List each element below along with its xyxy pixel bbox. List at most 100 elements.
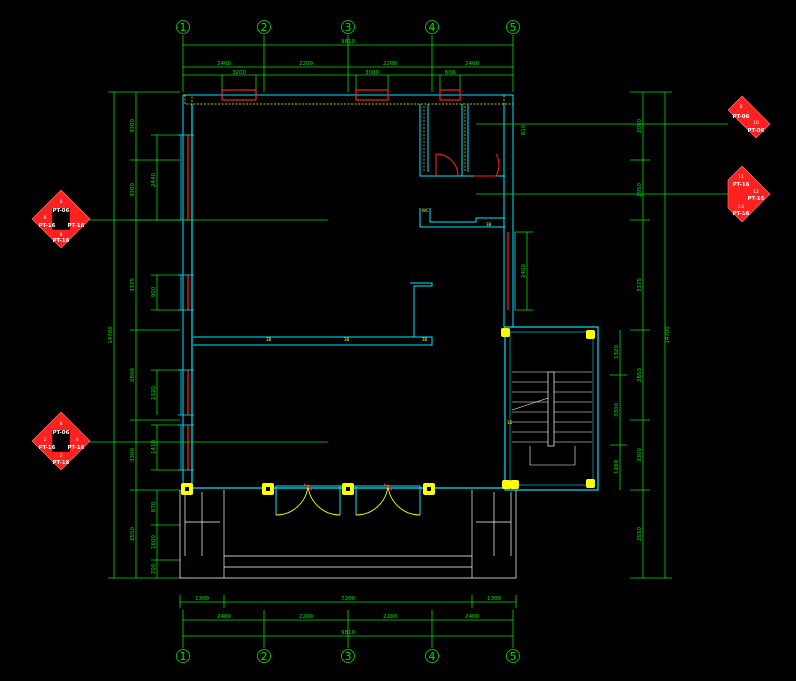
- tag-rl-code-3: PT-16: [733, 211, 750, 217]
- dim-right-small: 810: [521, 124, 527, 135]
- tag-rl-code-2: PT-16: [748, 196, 765, 202]
- wall-mark-b: 3B: [486, 222, 492, 227]
- dim-right-seg-1: 2050: [637, 119, 643, 133]
- dim-bottom-seg-4: 2400: [465, 614, 479, 620]
- dim-top-opening-3: 600: [445, 70, 456, 76]
- dim-bottom-total: 9810: [341, 630, 355, 636]
- elevation-tag-left-upper: 8 PT-06 6 PT-16 PT-16 8 PT-16: [31, 189, 91, 249]
- top-dimension-group: [176, 20, 520, 92]
- dim-top-opening-1: 3200: [232, 70, 246, 76]
- door-arc-entry-1: [275, 484, 309, 516]
- dim-top-seg-3: 2200: [383, 61, 397, 67]
- stair-well: [547, 371, 555, 447]
- tag-lu-code-1: PT-06: [53, 208, 70, 214]
- axis-label-top-1: 1: [180, 21, 187, 34]
- window-top-2: [355, 89, 389, 101]
- column-i: [586, 330, 595, 339]
- elevation-tag-left-lower: 8 PT-06 2 PT-16 4 PT-16 3 PT-16: [31, 411, 91, 471]
- dim-right-seg-2: 2950: [637, 183, 643, 197]
- axis-label-bottom-2: 2: [261, 650, 268, 663]
- column-h: [501, 328, 510, 337]
- dim-bottom-outer-1: 1300: [195, 596, 209, 602]
- dim-left-sub-bottom-2: 1600: [151, 535, 157, 549]
- restroom-doors: [435, 153, 500, 177]
- dim-top-seg-2: 2200: [299, 61, 313, 67]
- column-f: [510, 480, 519, 489]
- dim-bottom-outer-2: 7200: [341, 596, 355, 602]
- top-axis-labels: 1 2 3 4 5 9810 2400 2200 2200 2400 3200 …: [180, 21, 517, 76]
- stair-treads: [511, 371, 592, 466]
- tag-ru-num-2: 10: [753, 120, 759, 126]
- tag-ru-code-1: PT-06: [733, 114, 750, 120]
- bottom-axis-labels: 1300 7200 1300 2400 2200 2200 2400 9810 …: [180, 596, 517, 663]
- restroom-lower-inner: [429, 208, 505, 223]
- dim-right-stair-3: 1200: [614, 460, 620, 474]
- windows: [187, 89, 509, 470]
- axis-label-top-4: 4: [429, 21, 436, 34]
- beam-mark-3: 3B: [422, 337, 428, 342]
- column-e: [502, 480, 511, 489]
- dim-left-sub-lower-1: 1320: [151, 386, 157, 400]
- column-inner: [185, 487, 431, 491]
- axis-label-top-5: 5: [510, 21, 517, 34]
- dim-left-sub-bottom-3: 700: [151, 563, 157, 574]
- beam-mark-1: 3B: [266, 337, 272, 342]
- dim-right-stair-1: 1320: [614, 345, 620, 359]
- dim-left-sub-lower-2: 1410: [151, 440, 157, 454]
- dim-right-stair-2: 3300: [614, 403, 620, 417]
- beam-mark-2: 3B: [344, 337, 350, 342]
- window-frames: [178, 134, 516, 471]
- elevation-tag-right-upper: 8 PT-06 10 PT-06: [727, 95, 771, 139]
- door-arc-entry-3: [355, 484, 389, 516]
- tag-ll-num-3: 4: [76, 437, 79, 443]
- right-dimension-labels: 14700 2050 2950 3375 2850 3300 2550 1320…: [521, 119, 671, 541]
- dim-left-sub-upper-2: 900: [151, 286, 157, 297]
- dim-right-seg-6: 2550: [637, 527, 643, 541]
- window-top-3: [439, 89, 461, 101]
- tag-lu-num-2: 6: [44, 215, 47, 221]
- tag-lu-code-2: PT-16: [39, 223, 56, 229]
- axis-label-bottom-5: 5: [510, 650, 517, 663]
- tag-ll-num-4: 3: [60, 453, 63, 459]
- dim-right-total: 14700: [665, 326, 671, 344]
- dim-top-seg-1: 2400: [217, 61, 231, 67]
- outer-top-wall: [185, 94, 514, 327]
- tag-lu-code-3: PT-16: [68, 223, 85, 229]
- stair-core-inner: [509, 331, 594, 486]
- dim-right-seg-3: 3375: [637, 278, 643, 292]
- dim-top-opening-2: 3000: [365, 70, 379, 76]
- partition-stub: [410, 282, 433, 337]
- window-top-1: [221, 89, 257, 101]
- dim-bottom-seg-3: 2200: [383, 614, 397, 620]
- dim-left-seg-4: 2850: [130, 368, 136, 382]
- axis-label-top-3: 3: [345, 21, 352, 34]
- tag-lu-num-1: 8: [60, 199, 63, 205]
- axis-label-top-2: 2: [261, 21, 268, 34]
- stair-core-outline: [504, 326, 599, 491]
- dim-left-seg-1: 3300: [130, 119, 136, 133]
- left-dimension-group: [108, 91, 180, 579]
- axis-label-bottom-4: 4: [429, 650, 436, 663]
- tag-rl-num-1: 11: [738, 174, 744, 180]
- dim-right-inner-window: 2400: [521, 264, 527, 278]
- beam-marks: 3B 3B 3B WC 3B: [266, 208, 492, 342]
- entry-terrace: [179, 490, 517, 579]
- dim-left-total: 14700: [108, 326, 114, 344]
- left-dimension-labels: 14700 3300 3300 3375 2850 3300 2550 2440…: [108, 119, 157, 575]
- tag-ru-num-1: 8: [740, 104, 743, 110]
- dim-left-sub-upper-1: 2440: [151, 173, 157, 187]
- dim-top-seg-4: 2400: [465, 61, 479, 67]
- restroom-wall-hatch: [423, 106, 466, 172]
- dim-left-seg-3: 3375: [130, 278, 136, 292]
- dim-left-sub-bottom-1: 870: [151, 501, 157, 512]
- dim-right-seg-4: 2850: [637, 368, 643, 382]
- dim-left-seg-5: 3300: [130, 448, 136, 462]
- dim-right-seg-5: 3300: [637, 448, 643, 462]
- dim-bottom-outer-3: 1300: [487, 596, 501, 602]
- axis-label-bottom-3: 3: [345, 650, 352, 663]
- dim-left-seg-2: 3300: [130, 183, 136, 197]
- tag-lu-num-3: 8: [60, 232, 63, 238]
- tag-ll-code-2: PT-16: [39, 445, 56, 451]
